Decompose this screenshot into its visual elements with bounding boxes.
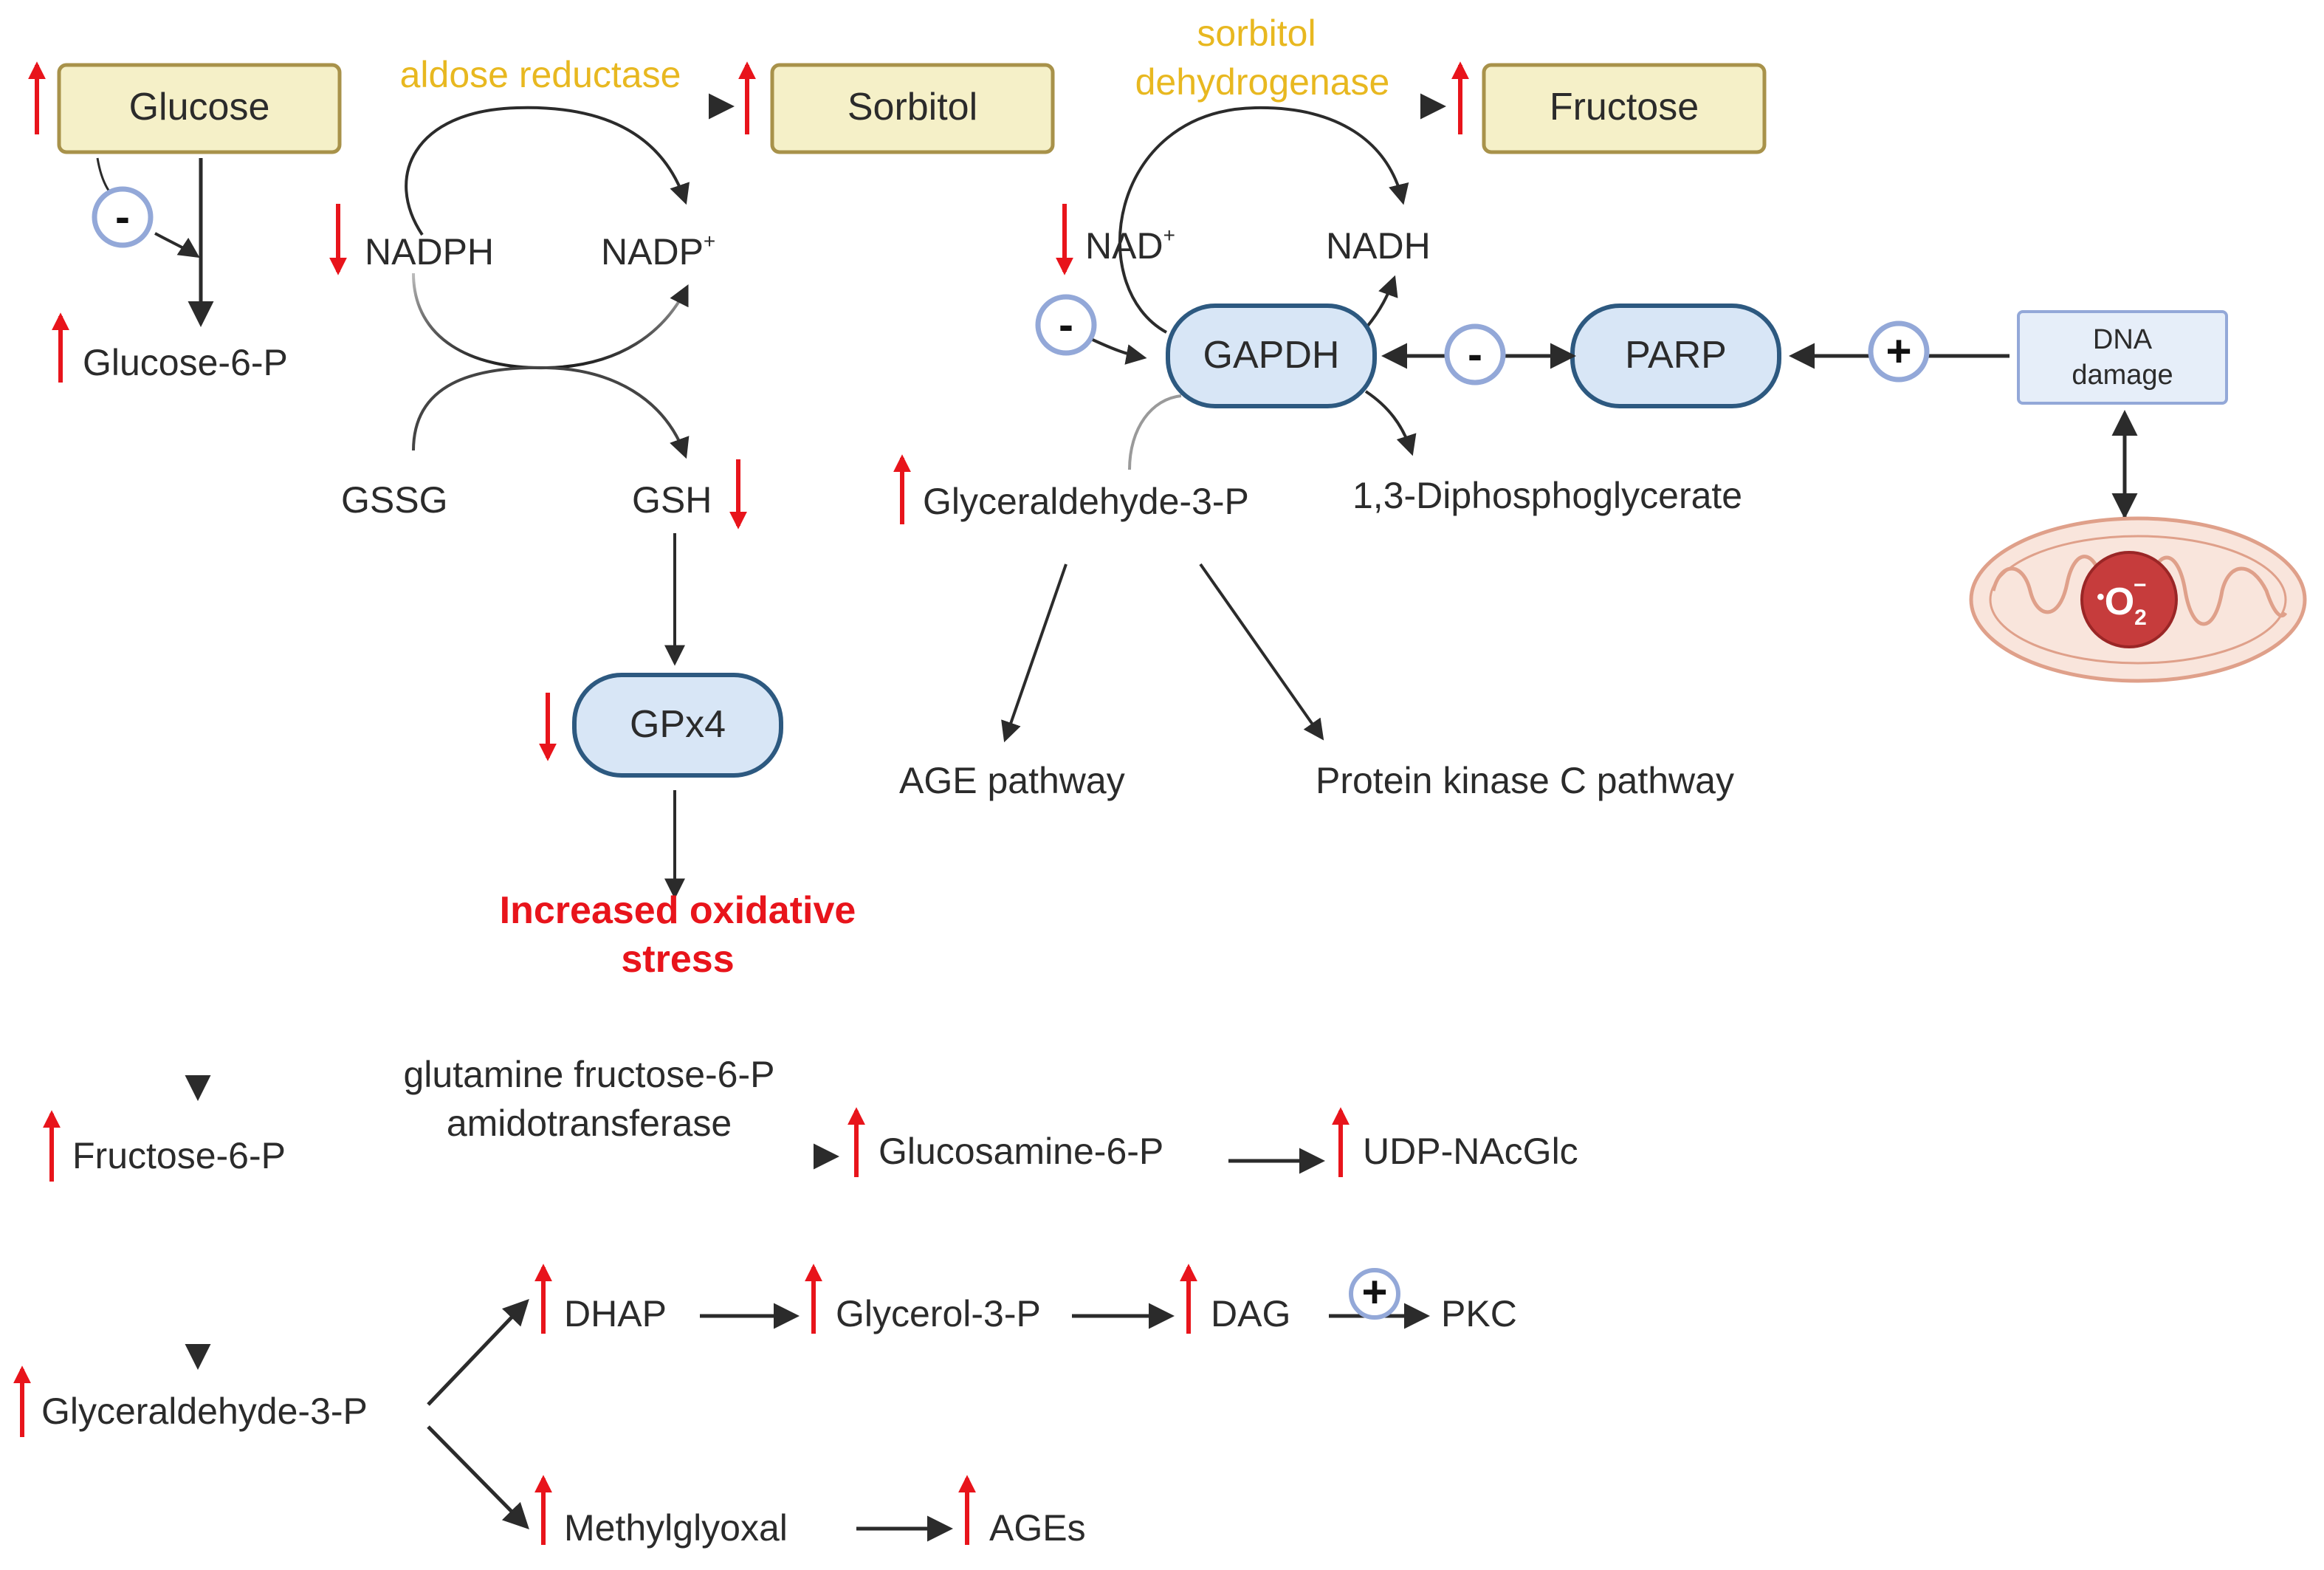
sorbitol-dehydrogenase-label-2: dehydrogenase <box>1135 61 1390 103</box>
aldose-reductase-label: aldose reductase <box>400 54 681 95</box>
methylglyoxal-label: Methylglyoxal <box>564 1507 788 1549</box>
inhibitor-glucose-hexokinase: - <box>92 186 154 248</box>
ages-label: AGEs <box>989 1507 1086 1549</box>
superoxide-label: •O2 − <box>2097 573 2147 630</box>
superoxide-icon: •O2 − <box>2080 551 2178 648</box>
curve-g3p-to-gapdh <box>1128 394 1182 470</box>
dag-label: DAG <box>1211 1293 1290 1334</box>
cofactor-curve-gssg-to-gsh <box>412 366 690 459</box>
inhibitor-parp-gapdh: - <box>1444 323 1506 385</box>
glucose-box: Glucose <box>57 63 342 154</box>
fructose-label: Fructose <box>1550 86 1699 128</box>
inhibitor-gapdh-nad: - <box>1035 294 1097 356</box>
nad-superscript: + <box>1163 224 1175 247</box>
arrow-g3p-to-methylglyoxal <box>427 1425 529 1529</box>
sorbitol-box: Sorbitol <box>770 63 1055 154</box>
superoxide-charge: − <box>2134 573 2147 597</box>
minus-sign: - <box>115 192 130 241</box>
gfat-label-2: amidotransferase <box>447 1103 732 1144</box>
age-pathway-label: AGE pathway <box>899 760 1125 801</box>
glycerol-3-p-label: Glycerol-3-P <box>836 1293 1041 1334</box>
activator-dna-parp: + <box>1868 320 1930 383</box>
sorbitol-dehydrogenase-label-1: sorbitol <box>1197 13 1316 54</box>
arrow-inhibitor-to-g6p <box>154 232 200 258</box>
activator-dag-pkc: + <box>1349 1267 1400 1320</box>
nad-text: NAD <box>1085 225 1163 267</box>
gssg-label: GSSG <box>341 479 447 521</box>
pkc-pathway-label: Protein kinase C pathway <box>1316 760 1734 801</box>
arrow-g3p-to-dhap <box>427 1298 529 1406</box>
glucosamine-6-p-label: Glucosamine-6-P <box>879 1131 1163 1172</box>
nadp-text: NADP <box>601 231 704 272</box>
oxidative-stress-label-2: stress <box>621 938 734 981</box>
gapdh-label: GAPDH <box>1203 334 1340 377</box>
cofactor-curve-nadph-to-nadp-bottom <box>412 272 689 370</box>
up-down-indicators <box>13 61 1469 1545</box>
parp-enzyme: PARP <box>1570 304 1781 408</box>
arrow-g3p-to-age <box>1001 563 1068 743</box>
cofactor-curve-nadph-to-nadp-top <box>405 106 690 236</box>
arrow-gapdh-to-nadh <box>1366 275 1398 328</box>
g3p-top-label: Glyceraldehyde-3-P <box>923 481 1249 522</box>
superoxide-subscript: 2 <box>2134 606 2147 630</box>
dna-damage-box: DNA damage <box>2017 310 2228 405</box>
arrow-gapdh-to-bpg <box>1364 390 1417 456</box>
plus-sign: + <box>1361 1267 1387 1317</box>
sorbitol-label: Sorbitol <box>848 86 977 128</box>
gfat-label-1: glutamine fructose-6-P <box>403 1054 774 1095</box>
g3p-bottom-label: Glyceraldehyde-3-P <box>41 1391 368 1432</box>
dhap-label: DHAP <box>564 1293 667 1334</box>
superoxide-o: O <box>2105 580 2134 623</box>
minus-sign: - <box>1468 329 1482 379</box>
gpx4-label: GPx4 <box>630 703 726 746</box>
arrow-g3p-to-pkc <box>1199 563 1324 741</box>
fructose-box: Fructose <box>1482 63 1767 154</box>
nad-label: NAD+ <box>1085 224 1175 267</box>
glucose-label: Glucose <box>129 86 270 128</box>
bpg-label: 1,3-Diphosphoglycerate <box>1352 475 1742 516</box>
nadh-label: NADH <box>1326 225 1431 267</box>
gapdh-enzyme: GAPDH <box>1166 304 1377 408</box>
nadph-label: NADPH <box>365 231 494 272</box>
glucose-6-p-label: Glucose-6-P <box>83 342 288 383</box>
dna-damage-label-1: DNA <box>2093 324 2153 355</box>
arrow-inhibitor-to-gapdh <box>1092 338 1147 365</box>
minus-sign: - <box>1059 300 1073 349</box>
parp-label: PARP <box>1625 334 1727 377</box>
gsh-label: GSH <box>632 479 712 521</box>
cofactor-curve-nad-to-nadh <box>1118 106 1409 334</box>
nadp-label: NADP+ <box>601 230 715 272</box>
oxidative-stress-label-1: Increased oxidative <box>500 889 856 932</box>
plus-sign: + <box>1885 326 1911 376</box>
dna-damage-label-2: damage <box>2072 360 2173 391</box>
gpx4-enzyme: GPx4 <box>572 673 783 778</box>
nadp-superscript: + <box>704 230 715 253</box>
pkc-label: PKC <box>1441 1293 1517 1334</box>
fructose-6-p-label: Fructose-6-P <box>72 1135 286 1176</box>
udp-nacglc-label: UDP-NAcGlc <box>1363 1131 1578 1172</box>
superoxide-dot: • <box>2097 585 2105 609</box>
